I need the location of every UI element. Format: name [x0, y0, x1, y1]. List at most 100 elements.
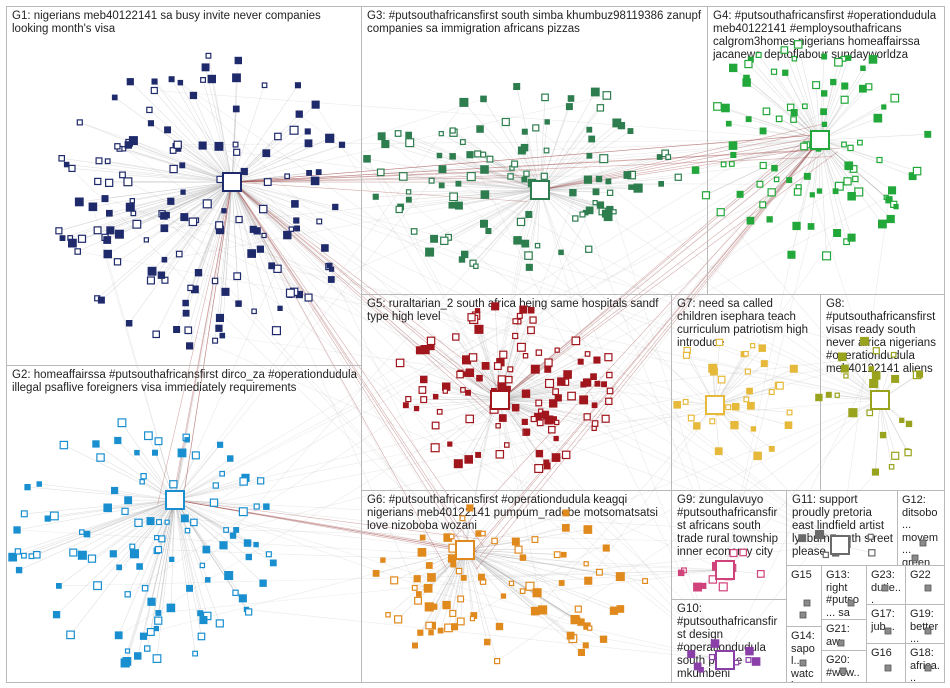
node-g8[interactable]: [888, 464, 895, 470]
node-g3[interactable]: [521, 176, 528, 183]
node-g6[interactable]: [537, 605, 548, 615]
node-g1[interactable]: [215, 313, 225, 323]
node-g4[interactable]: [843, 238, 850, 246]
node-g3[interactable]: [567, 95, 575, 102]
node-g4[interactable]: [791, 55, 798, 62]
node-g4[interactable]: [841, 141, 847, 148]
hub-node-g10[interactable]: [715, 650, 735, 670]
node-g2[interactable]: [49, 511, 59, 521]
node-g5[interactable]: [552, 388, 559, 396]
node-g5[interactable]: [606, 371, 613, 379]
node-g6[interactable]: [584, 576, 593, 585]
node-g1[interactable]: [104, 158, 111, 165]
node-g11[interactable]: [814, 529, 825, 540]
node-g3[interactable]: [543, 147, 550, 154]
node-g4[interactable]: [881, 104, 887, 110]
node-g2[interactable]: [146, 627, 155, 636]
node-g1[interactable]: [321, 244, 329, 252]
node-g1[interactable]: [104, 178, 114, 188]
node-g7[interactable]: [750, 426, 757, 432]
node-g5[interactable]: [535, 349, 543, 356]
node-g5[interactable]: [395, 358, 405, 368]
node-g3[interactable]: [524, 251, 533, 260]
node-g1[interactable]: [126, 78, 134, 86]
node-g2[interactable]: [87, 554, 97, 563]
node-g3[interactable]: [532, 124, 540, 132]
node-g10[interactable]: [745, 656, 752, 663]
node-g4[interactable]: [771, 164, 778, 172]
node-g1[interactable]: [232, 141, 239, 148]
node-g3[interactable]: [455, 180, 462, 187]
node-g3[interactable]: [459, 139, 466, 145]
node-g6[interactable]: [525, 581, 535, 591]
node-g4[interactable]: [868, 55, 878, 64]
node-g8[interactable]: [904, 448, 912, 457]
node-g2[interactable]: [134, 449, 140, 456]
node-g7[interactable]: [673, 401, 682, 409]
node-g8[interactable]: [860, 336, 869, 346]
node-g2[interactable]: [134, 518, 143, 528]
node-g2[interactable]: [233, 526, 240, 533]
node-g5[interactable]: [544, 358, 553, 367]
node-g3[interactable]: [381, 140, 390, 149]
node-g1[interactable]: [76, 119, 83, 126]
node-g6[interactable]: [442, 600, 451, 610]
node-g3[interactable]: [586, 152, 593, 159]
node-small-group[interactable]: [803, 599, 811, 607]
node-g1[interactable]: [152, 330, 161, 339]
hub-node-g4[interactable]: [810, 130, 830, 150]
node-g7[interactable]: [725, 404, 732, 411]
node-g6[interactable]: [599, 635, 608, 643]
node-g4[interactable]: [877, 219, 887, 229]
node-g2[interactable]: [153, 625, 160, 632]
node-g1[interactable]: [261, 82, 268, 89]
node-g6[interactable]: [494, 657, 501, 665]
node-g7[interactable]: [731, 402, 740, 411]
node-g7[interactable]: [768, 389, 775, 396]
node-g4[interactable]: [852, 175, 859, 183]
node-g1[interactable]: [130, 210, 137, 217]
group-panel-g20[interactable]: G20: #wew...: [821, 650, 867, 683]
node-g1[interactable]: [207, 74, 216, 84]
node-g9[interactable]: [739, 548, 748, 557]
node-g5[interactable]: [474, 324, 484, 334]
node-g1[interactable]: [189, 91, 198, 100]
node-g3[interactable]: [480, 95, 487, 103]
node-small-group[interactable]: [911, 554, 919, 562]
node-g5[interactable]: [426, 336, 436, 346]
node-g3[interactable]: [410, 228, 418, 235]
node-g3[interactable]: [428, 177, 435, 184]
node-g1[interactable]: [151, 78, 158, 85]
node-g4[interactable]: [728, 161, 735, 167]
node-g3[interactable]: [592, 200, 598, 206]
node-g4[interactable]: [721, 103, 730, 113]
node-g1[interactable]: [235, 215, 243, 224]
node-g3[interactable]: [501, 117, 510, 127]
node-g3[interactable]: [459, 97, 469, 107]
hub-node-g7[interactable]: [705, 395, 725, 415]
node-g3[interactable]: [436, 152, 443, 159]
node-g5[interactable]: [463, 371, 470, 377]
node-g6[interactable]: [558, 580, 565, 586]
node-g5[interactable]: [456, 370, 464, 379]
node-g1[interactable]: [232, 73, 241, 83]
node-g5[interactable]: [495, 450, 505, 459]
node-g1[interactable]: [113, 258, 122, 266]
node-g2[interactable]: [154, 545, 163, 554]
node-g2[interactable]: [121, 507, 129, 515]
node-g4[interactable]: [790, 108, 798, 116]
node-g4[interactable]: [716, 208, 725, 217]
node-g3[interactable]: [658, 181, 665, 187]
node-g8[interactable]: [868, 366, 875, 372]
node-g5[interactable]: [516, 342, 526, 352]
node-g4[interactable]: [845, 55, 852, 61]
node-g1[interactable]: [235, 300, 242, 307]
node-g4[interactable]: [782, 69, 789, 76]
node-g1[interactable]: [94, 177, 102, 186]
node-g6[interactable]: [616, 605, 625, 613]
node-g6[interactable]: [449, 609, 457, 618]
node-g7[interactable]: [714, 447, 723, 456]
node-g1[interactable]: [251, 308, 257, 315]
node-g5[interactable]: [516, 312, 523, 319]
node-g6[interactable]: [531, 536, 539, 544]
